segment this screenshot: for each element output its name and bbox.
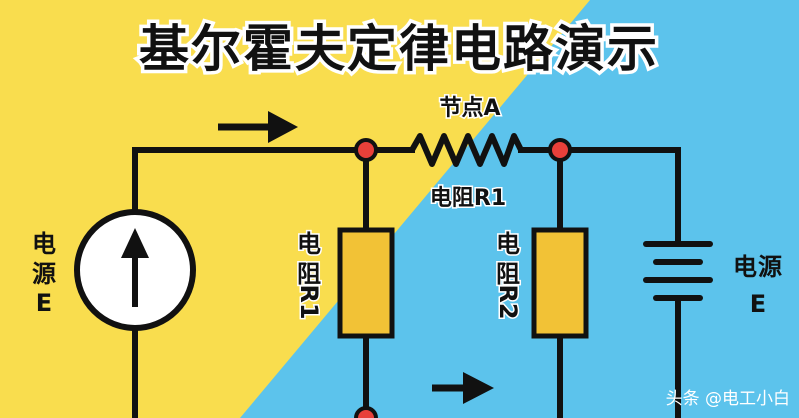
label-r1-series: 电阻R1 bbox=[430, 186, 506, 211]
label-char: 阻 bbox=[297, 260, 321, 288]
label-char: 源 bbox=[758, 253, 782, 281]
up-arrow-icon bbox=[121, 228, 149, 258]
wire-right-top bbox=[518, 147, 681, 247]
resistor-r1-vertical bbox=[337, 227, 395, 339]
label-char: E bbox=[36, 289, 52, 317]
label-r1-vertical: 电 阻 R1 bbox=[294, 229, 325, 322]
source-right-battery bbox=[643, 241, 713, 301]
label-char: R2 bbox=[494, 284, 522, 319]
label-char: E bbox=[750, 290, 766, 318]
node-a-dot bbox=[354, 138, 378, 162]
label-char: 源 bbox=[32, 260, 56, 288]
resistor-r2-vertical bbox=[531, 227, 589, 339]
watermark: 头条 @电工小白 bbox=[666, 389, 790, 409]
label-char: 电 bbox=[297, 230, 321, 258]
source-left bbox=[74, 209, 196, 331]
label-char: 电 bbox=[496, 230, 520, 258]
label-source-left: 电 源 E bbox=[32, 230, 56, 317]
current-arrow-top bbox=[218, 111, 298, 143]
node-bottom-dot bbox=[354, 406, 378, 418]
right-arrow-icon bbox=[268, 111, 298, 143]
label-char: 阻 bbox=[496, 260, 520, 288]
page-title: 基尔霍夫定律电路演示 bbox=[139, 20, 659, 78]
label-char: R1 bbox=[295, 284, 323, 319]
label-char: 电 bbox=[32, 230, 56, 258]
node-b-dot bbox=[548, 138, 572, 162]
resistor-r1-series bbox=[409, 133, 524, 167]
label-node-a: 节点A bbox=[439, 95, 500, 121]
label-char: 电 bbox=[733, 253, 757, 281]
right-arrow-icon bbox=[463, 372, 494, 404]
label-source-right: 电 源 E bbox=[733, 253, 782, 318]
current-arrow-bottom bbox=[432, 372, 494, 404]
label-r2-vertical: 电 阻 R2 bbox=[493, 229, 524, 322]
